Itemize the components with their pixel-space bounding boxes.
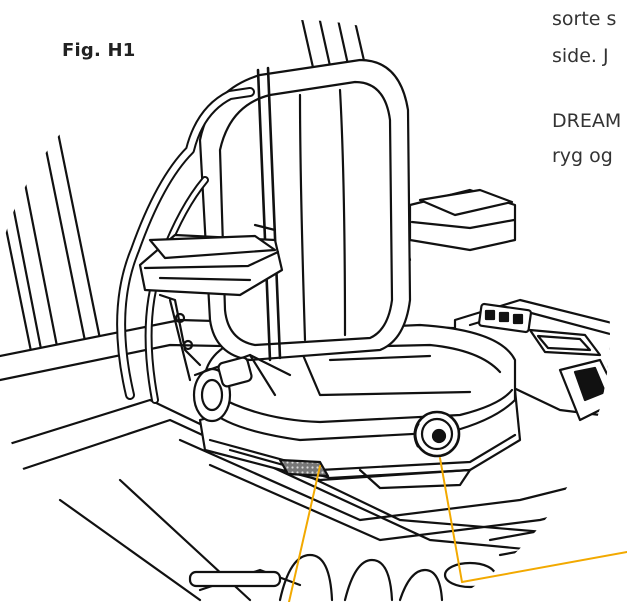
seat-back bbox=[200, 60, 410, 360]
belt-retractor bbox=[194, 355, 290, 421]
text-line-1: sorte s bbox=[552, 8, 617, 30]
figure-label: Fig. H1 bbox=[62, 40, 136, 61]
leader-line-slide-lever bbox=[289, 466, 320, 602]
text-line-2: side. J bbox=[552, 45, 609, 67]
text-line-3: DREAM bbox=[552, 110, 622, 132]
leader-line-knob bbox=[440, 458, 462, 582]
right-armrest bbox=[410, 190, 515, 250]
leader-line-horizontal bbox=[462, 552, 627, 582]
text-line-4: ryg og bbox=[552, 145, 613, 167]
left-armrest bbox=[140, 235, 282, 380]
adjustment-knob bbox=[415, 412, 459, 456]
